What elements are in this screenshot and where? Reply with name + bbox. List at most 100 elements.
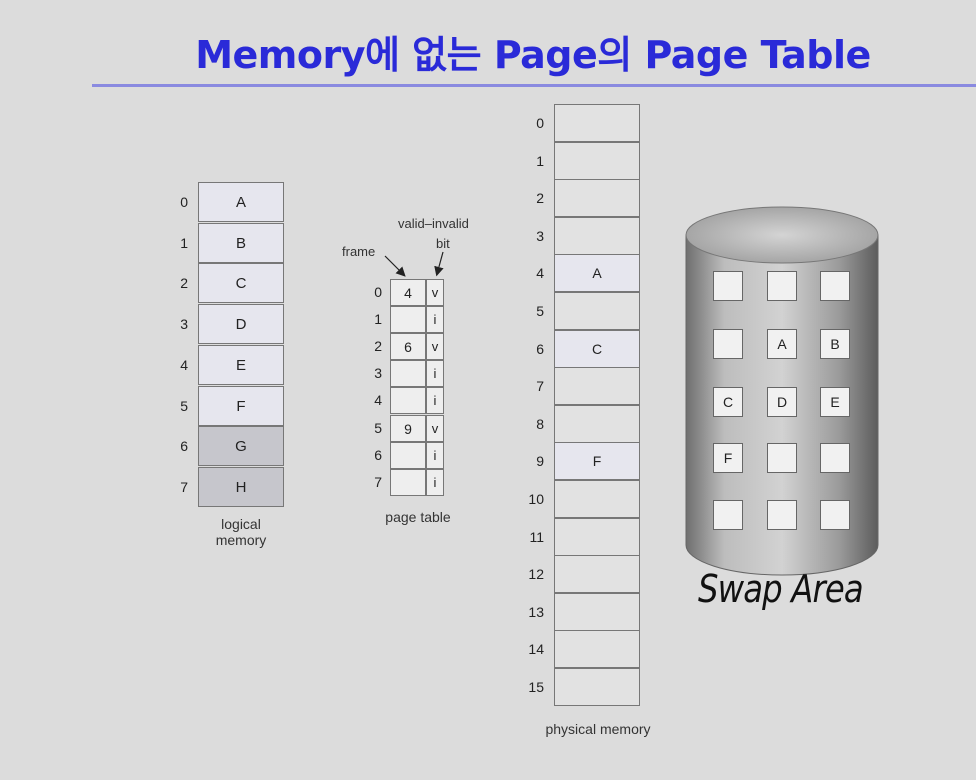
physical-frame-index: 3	[536, 227, 544, 244]
disk-top	[685, 206, 879, 264]
page-table-frame-cell	[390, 468, 426, 496]
swap-block: E	[820, 387, 850, 417]
page-table-frame-cell: 4	[390, 279, 426, 306]
swap-block	[820, 443, 850, 473]
physical-frame-cell	[554, 555, 640, 594]
physical-frame-cell	[554, 668, 640, 706]
page-table-bit-cell: v	[426, 279, 444, 306]
logical-page-cell: F	[198, 385, 284, 426]
logical-index: 0	[180, 194, 188, 210]
page-table-index: 2	[374, 338, 382, 355]
logical-memory-caption-line2: memory	[215, 532, 267, 548]
swap-block	[820, 500, 850, 530]
page-table-index: 0	[374, 284, 382, 300]
physical-frame-index: 0	[536, 115, 544, 131]
page-table-bit-cell: i	[426, 306, 444, 334]
physical-memory-caption: physical memory	[545, 721, 651, 737]
logical-page-cell: H	[198, 466, 284, 507]
swap-block	[713, 271, 743, 301]
logical-index: 4	[180, 356, 188, 373]
physical-frame-index: 10	[528, 491, 544, 507]
page-table-index: 3	[374, 365, 382, 382]
page-table-index: 4	[374, 392, 382, 409]
logical-page-cell: D	[198, 304, 284, 345]
frame-arrow	[384, 255, 406, 277]
physical-frame-cell	[554, 141, 640, 180]
physical-frame-cell	[554, 216, 640, 255]
physical-frame-index: 5	[536, 303, 544, 319]
physical-frame-cell	[554, 292, 640, 330]
page-table-bit-cell: i	[426, 468, 444, 496]
page-table-index: 5	[374, 419, 382, 436]
logical-index: 1	[180, 234, 188, 251]
physical-frame-index: 4	[536, 265, 544, 282]
logical-index: 3	[180, 316, 188, 333]
logical-index: 7	[180, 478, 188, 495]
logical-page-cell: C	[198, 263, 284, 304]
page-table-index: 7	[374, 473, 382, 490]
swap-block	[713, 329, 743, 359]
logical-page-cell: G	[198, 426, 284, 467]
page-table-caption: page table	[385, 509, 451, 525]
logical-memory-caption-line1: logical	[221, 516, 261, 532]
physical-frame-index: 13	[528, 603, 544, 620]
swap-block: C	[713, 387, 743, 417]
physical-frame-cell	[554, 480, 640, 518]
physical-frame-index: 8	[536, 415, 544, 432]
logical-page-cell: B	[198, 222, 284, 263]
physical-frame-cell	[554, 630, 640, 669]
swap-block	[767, 500, 797, 530]
physical-frame-cell: F	[554, 442, 640, 481]
swap-block	[767, 271, 797, 301]
swap-area-label: Swap Area	[698, 567, 864, 611]
physical-frame-index: 11	[529, 528, 544, 545]
physical-frame-index: 15	[528, 679, 544, 695]
page-table-index: 6	[374, 446, 382, 463]
slide-title: Memory에 없는 Page의 Page Table	[195, 33, 871, 77]
swap-block	[820, 271, 850, 301]
physical-frame-index: 14	[528, 641, 544, 658]
page-table-bit-cell: i	[426, 441, 444, 469]
page-table-bit-cell: v	[426, 333, 444, 361]
page-table-frame-cell: 6	[390, 333, 426, 361]
swap-block: F	[713, 443, 743, 473]
swap-block: B	[820, 329, 850, 359]
logical-index: 2	[180, 275, 188, 292]
page-table-bit-cell: i	[426, 360, 444, 388]
valid-invalid-bit-label-line2: bit	[436, 236, 450, 251]
swap-block: D	[767, 387, 797, 417]
logical-page-cell: E	[198, 344, 284, 385]
logical-page-cell: A	[198, 182, 284, 222]
title-underline	[92, 84, 976, 87]
physical-frame-cell	[554, 404, 640, 443]
physical-frame-cell: A	[554, 254, 640, 293]
bit-arrow	[434, 251, 444, 277]
physical-frame-index: 7	[536, 378, 544, 395]
page-table-bit-cell: i	[426, 387, 444, 415]
physical-frame-index: 6	[536, 340, 544, 357]
page-table-frame-cell	[390, 306, 426, 334]
swap-block: A	[767, 329, 797, 359]
physical-frame-cell	[554, 517, 640, 556]
logical-index: 5	[180, 397, 188, 414]
swap-block	[767, 443, 797, 473]
physical-frame-index: 9	[536, 453, 544, 470]
physical-frame-cell	[554, 179, 640, 218]
logical-index: 6	[180, 438, 188, 455]
frame-label: frame	[342, 244, 376, 259]
valid-invalid-bit-label-line1: valid–invalid	[398, 216, 469, 231]
page-table-frame-cell	[390, 360, 426, 388]
physical-frame-cell	[554, 367, 640, 406]
page-table-index: 1	[374, 311, 382, 328]
swap-block	[713, 500, 743, 530]
physical-frame-cell	[554, 104, 640, 142]
page-table-frame-cell	[390, 441, 426, 469]
page-table-frame-cell: 9	[390, 414, 426, 442]
page-table-frame-cell	[390, 387, 426, 415]
logical-memory-caption: logical memory	[200, 516, 282, 548]
physical-frame-cell: C	[554, 329, 640, 368]
physical-frame-cell	[554, 592, 640, 631]
physical-frame-index: 12	[528, 566, 544, 583]
physical-frame-index: 1	[536, 152, 544, 169]
